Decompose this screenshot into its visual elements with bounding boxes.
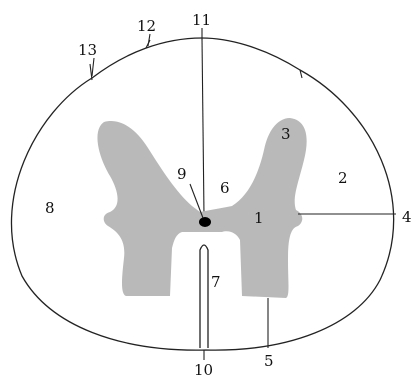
label-9: 9	[177, 165, 187, 183]
label-7: 7	[211, 273, 221, 291]
label-1: 1	[254, 209, 264, 227]
label-5: 5	[264, 352, 274, 370]
ventral-median-fissure	[200, 245, 208, 348]
label-10: 10	[194, 361, 213, 376]
label-4: 4	[402, 208, 412, 226]
label-8: 8	[45, 199, 55, 217]
label-2: 2	[338, 169, 348, 187]
leader-13	[92, 58, 94, 76]
label-12: 12	[137, 17, 156, 35]
label-6: 6	[220, 179, 230, 197]
central-canal	[199, 217, 211, 227]
label-11: 11	[192, 11, 211, 29]
dorsolateral-sulcus	[90, 64, 92, 80]
label-3: 3	[281, 125, 291, 143]
dorsal-median-sulcus	[202, 38, 204, 216]
label-13: 13	[78, 41, 97, 59]
grey-matter	[97, 118, 306, 298]
